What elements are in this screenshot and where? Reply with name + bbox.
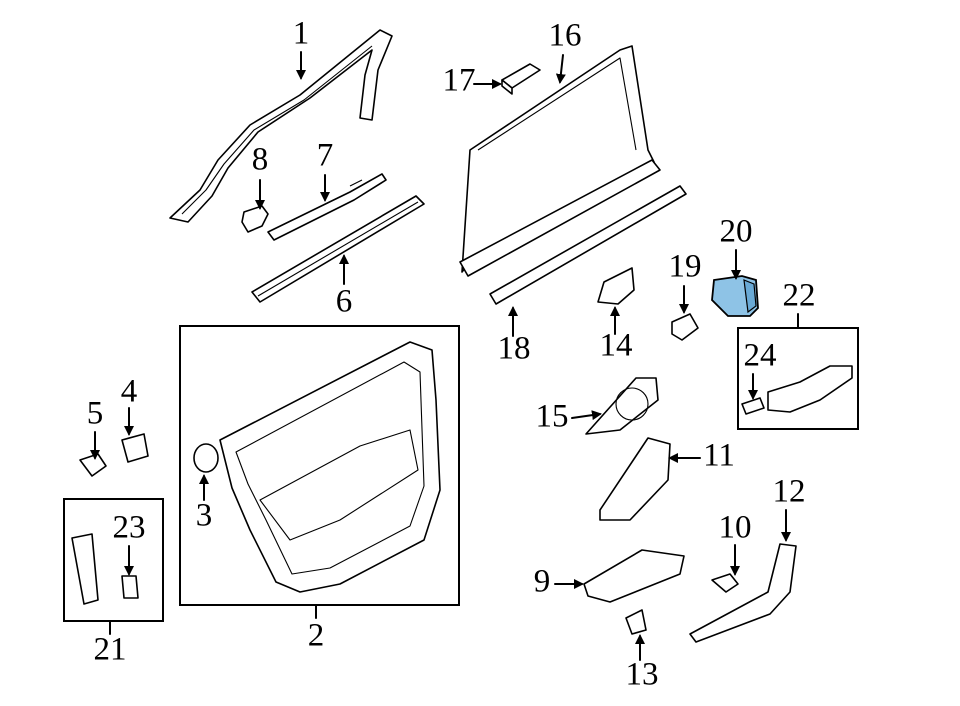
part-12-garnish[interactable]	[689, 543, 797, 643]
callout-5: 5	[87, 396, 104, 432]
part-16-sunshade[interactable]	[459, 45, 661, 277]
callout-15: 15	[536, 399, 569, 435]
part-11-trim[interactable]	[599, 437, 671, 521]
part-21-lamp[interactable]	[71, 533, 99, 605]
part-5-screw[interactable]	[79, 453, 107, 477]
callout-14: 14	[600, 328, 633, 364]
callout-11: 11	[703, 438, 735, 474]
part-17-guide[interactable]	[501, 63, 541, 95]
callout-16: 16	[549, 18, 582, 54]
callout-labels: 1 2 3 4 5 6 7 8 9 10 11 12 13 14 15 16 1…	[87, 16, 816, 693]
callout-23: 23	[113, 510, 146, 546]
callout-18: 18	[498, 331, 531, 367]
leader-lines	[90, 51, 799, 661]
callout-20: 20	[720, 214, 753, 250]
part-20-handle-highlighted[interactable]	[711, 275, 759, 317]
part-13-clip[interactable]	[625, 609, 647, 635]
callout-9: 9	[534, 564, 551, 600]
part-23-bulb[interactable]	[121, 575, 139, 599]
callout-10: 10	[719, 510, 752, 546]
callout-3: 3	[196, 498, 213, 534]
part-15-speaker-grille[interactable]	[585, 377, 659, 435]
callout-19: 19	[669, 249, 702, 285]
part-22-light-assembly[interactable]	[767, 365, 853, 413]
callout-4: 4	[121, 374, 138, 410]
part-21-frame	[63, 498, 164, 622]
part-3-plug[interactable]	[193, 443, 219, 473]
callout-21: 21	[94, 632, 127, 668]
part-6-weatherstrip[interactable]	[251, 195, 425, 303]
callout-17: 17	[443, 63, 476, 99]
part-1-window-frame-molding[interactable]	[169, 29, 393, 223]
part-4-cap[interactable]	[121, 433, 149, 463]
part-2-door-trim-panel[interactable]	[219, 341, 441, 593]
part-2-frame	[179, 325, 460, 606]
callout-6: 6	[336, 284, 353, 320]
callout-8: 8	[252, 142, 269, 178]
part-14-cover[interactable]	[597, 267, 635, 305]
callout-1: 1	[293, 16, 310, 52]
callout-2: 2	[308, 618, 325, 654]
part-19-switch[interactable]	[671, 313, 699, 341]
part-7-belt-molding[interactable]	[267, 173, 387, 241]
callout-13: 13	[626, 657, 659, 693]
part-10-screw[interactable]	[711, 573, 739, 593]
callout-22: 22	[783, 278, 816, 314]
part-8-clip[interactable]	[241, 205, 269, 233]
callout-7: 7	[317, 138, 334, 174]
callout-12: 12	[773, 474, 806, 510]
part-24-bulb[interactable]	[741, 397, 765, 415]
callout-24: 24	[744, 338, 777, 374]
part-9-armrest[interactable]	[583, 549, 685, 603]
part-18-rail[interactable]	[489, 185, 687, 305]
